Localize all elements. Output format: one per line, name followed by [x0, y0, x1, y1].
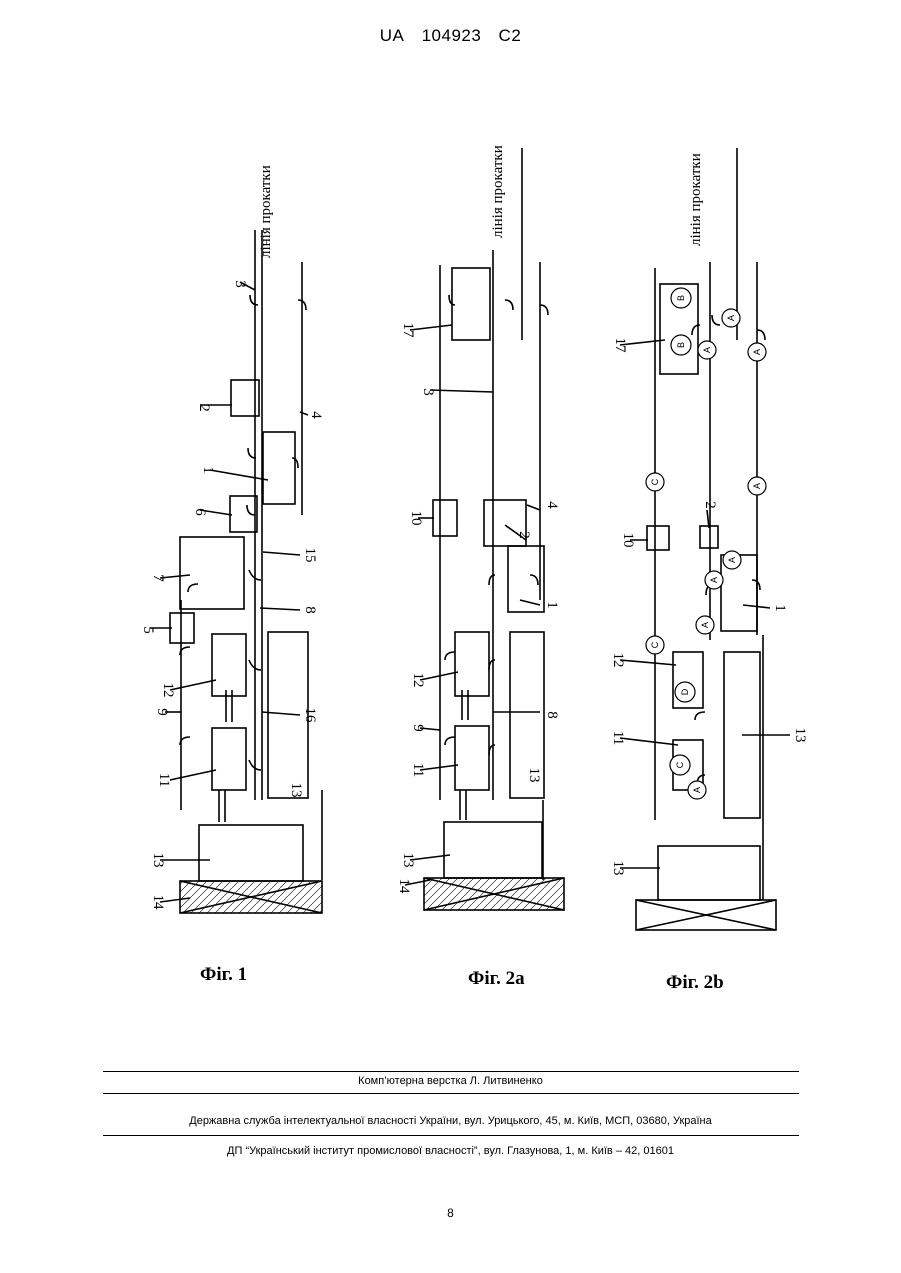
circle-letter: B [676, 342, 686, 348]
ref-number: 15 [302, 548, 318, 563]
ref-number: 2 [196, 404, 212, 412]
ref-number: 11 [610, 731, 626, 745]
ref-number: 10 [408, 511, 424, 526]
ref-number: 16 [302, 708, 318, 724]
fig2b-circle-marks [646, 288, 766, 799]
circle-letter: C [650, 641, 660, 648]
fig2a-box-13b [444, 822, 542, 878]
fig1-box-7 [180, 537, 244, 609]
fig2a-box-12 [455, 632, 489, 696]
ref-number: 11 [156, 773, 172, 787]
fig2b-box-10 [647, 526, 669, 550]
circle-letter: A [692, 787, 702, 793]
footer-rule-top [103, 1071, 799, 1072]
fig1-caption: Фіг. 1 [200, 964, 247, 985]
patent-drawing: B B A A A C A A A A C D C A лінія прокат… [0, 0, 901, 1050]
ref-number: 9 [410, 724, 426, 732]
rolling-line-labels: лінія прокатки лінія прокатки лінія прок… [258, 145, 704, 258]
circle-letter: A [727, 557, 737, 563]
ref-number: 12 [410, 673, 426, 688]
circle-letter: A [702, 347, 712, 353]
ref-number: 9 [154, 708, 170, 716]
circle-letter: A [752, 483, 762, 489]
circle-letter: A [752, 349, 762, 355]
ref-number: 17 [612, 338, 628, 354]
circle-letter: C [650, 478, 660, 485]
footer-layout-credit: Комп’ютерна верстка Л. Литвиненко [0, 1075, 901, 1087]
fig2a-box-2 [484, 500, 526, 546]
circle-letter: D [680, 688, 690, 695]
fig1-box-1 [263, 432, 295, 504]
fig2b-circle-letters: B B A A A C A A A A C D C A [650, 295, 762, 793]
circle-letter: C [675, 761, 685, 768]
figure-2a [405, 148, 564, 910]
ref-number: 4 [544, 501, 560, 509]
fig1-box-5 [170, 613, 194, 643]
circle-letter: B [676, 295, 686, 301]
fig1-box-13b [199, 825, 303, 881]
ref-number: 13 [792, 728, 808, 743]
ref-number: 8 [302, 606, 318, 614]
figure-1 [150, 230, 322, 913]
ref-number: 4 [308, 411, 324, 419]
fig1-box-12 [212, 634, 246, 696]
ref-number: 2 [702, 501, 718, 509]
fig2a-box-11 [455, 726, 489, 790]
fig1-line-label: лінія прокатки [258, 165, 274, 258]
ref-number: 13 [150, 853, 166, 868]
footer-rule-bottom [103, 1135, 799, 1136]
ref-number: 3 [420, 388, 436, 396]
footer-publisher: ДП “Український інститут промислової вла… [0, 1145, 901, 1157]
ref-number: 13 [288, 783, 304, 798]
circle-letter: A [726, 315, 736, 321]
footer-rule-middle [103, 1093, 799, 1094]
figure-captions: Фіг. 1 Фіг. 2a Фіг. 2b [200, 964, 724, 993]
reference-numbers: 2 3 4 1 6 15 7 8 5 12 9 16 11 13 13 14 1… [140, 280, 808, 910]
ref-number: 6 [192, 508, 208, 516]
figure-2b [620, 148, 790, 930]
ref-number: 12 [610, 653, 626, 668]
ref-number: 12 [160, 683, 176, 698]
fig2b-line-label: лінія прокатки [688, 153, 704, 246]
page-number: 8 [0, 1206, 901, 1220]
circle-letter: A [700, 622, 710, 628]
ref-number: 2 [516, 531, 532, 539]
ref-number: 13 [400, 853, 416, 868]
fig2a-box-17 [452, 268, 490, 340]
fig1-box-11 [212, 728, 246, 790]
ref-number: 14 [150, 895, 166, 911]
fig2a-box-10 [433, 500, 457, 536]
ref-number: 11 [410, 763, 426, 777]
ref-number: 1 [200, 466, 216, 474]
ref-number: 13 [526, 768, 542, 783]
ref-number: 7 [150, 574, 166, 582]
ref-number: 8 [544, 711, 560, 719]
fig2b-box-13b [658, 846, 760, 900]
ref-number: 1 [544, 601, 560, 609]
ref-number: 14 [396, 879, 412, 895]
fig1-box-13a [268, 632, 308, 798]
footer-agency: Державна служба інтелектуальної власност… [0, 1115, 901, 1127]
circle-letter: A [709, 577, 719, 583]
ref-number: 10 [620, 533, 636, 548]
fig2b-box-2 [700, 526, 718, 548]
ref-number: 1 [772, 604, 788, 612]
fig2a-line-label: лінія прокатки [490, 145, 506, 238]
ref-number: 5 [140, 626, 156, 634]
ref-number: 3 [232, 280, 248, 288]
fig2b-caption: Фіг. 2b [666, 972, 724, 993]
fig2a-caption: Фіг. 2a [468, 968, 525, 989]
ref-number: 13 [610, 861, 626, 876]
ref-number: 17 [400, 323, 416, 339]
